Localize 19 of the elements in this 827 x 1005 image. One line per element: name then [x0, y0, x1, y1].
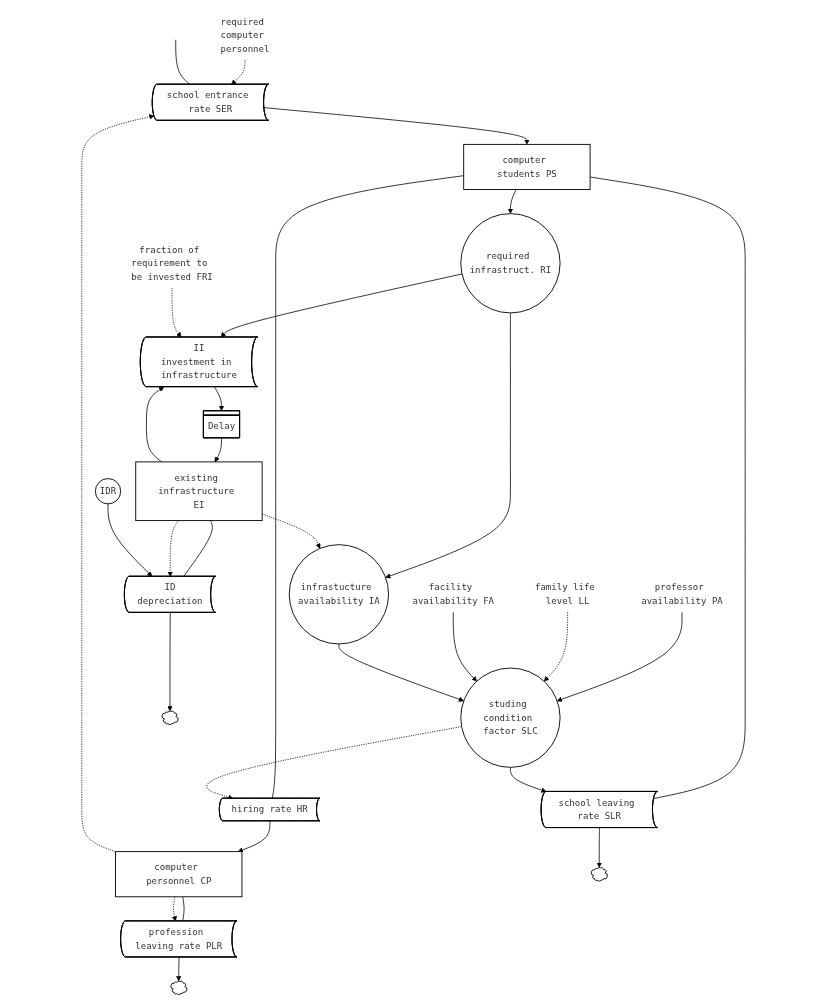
node-circle: IDR	[94, 478, 122, 505]
connector	[589, 176, 746, 799]
node-cloud	[161, 710, 179, 725]
connector	[182, 896, 185, 922]
node-cloud	[590, 867, 608, 882]
node-circle: required infrastruct. RI	[460, 213, 561, 314]
node-text: family life level LL	[535, 581, 595, 607]
node-cloud	[170, 980, 188, 995]
connector	[183, 520, 213, 577]
node-text: fraction of requirement to be invested FRI	[131, 244, 213, 283]
node-circle: infrastucture availability IA	[288, 544, 389, 645]
connector	[175, 39, 191, 85]
node-box: computer students PS	[463, 143, 591, 190]
node-text: professor availability PA	[641, 581, 723, 607]
node-circle: studing condition factor SLC	[460, 667, 561, 768]
node-text: facility availability FA	[412, 581, 495, 607]
node-text: required computer personnel	[220, 16, 270, 55]
node-box: existing infrastructure EI	[135, 461, 263, 522]
node-box: computer personnel CP	[115, 851, 243, 898]
